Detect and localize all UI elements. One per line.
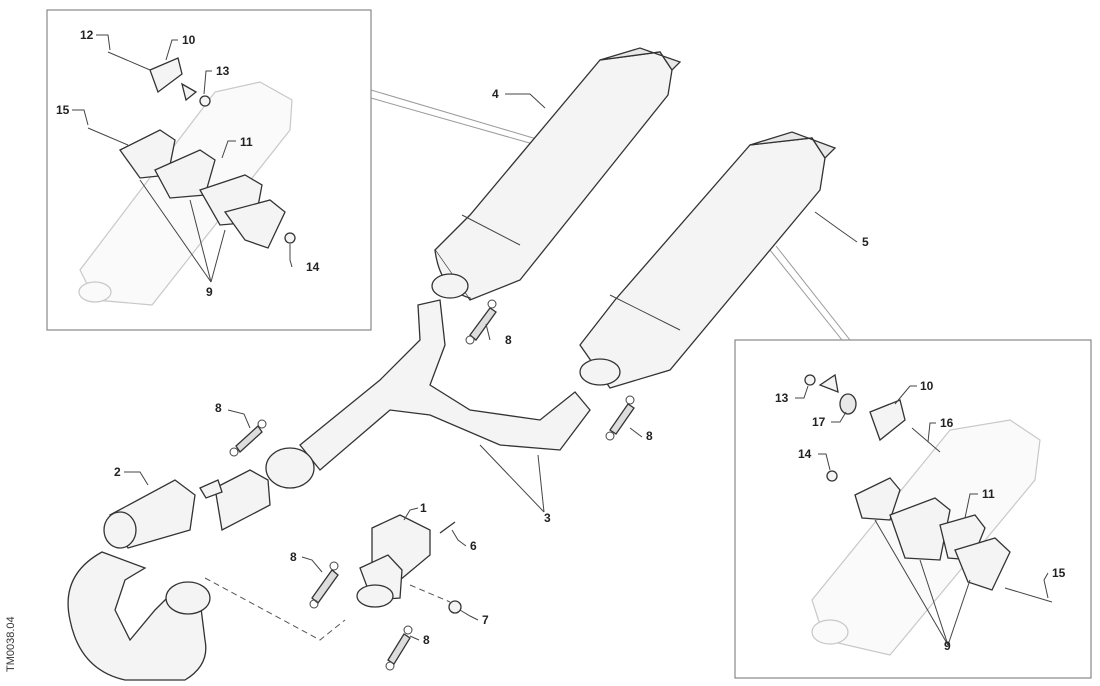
callout-8-left: 8 <box>215 401 222 415</box>
callout-6: 6 <box>470 539 477 553</box>
silencer-upper-4 <box>431 47 682 301</box>
right-detail-inset <box>734 245 1092 679</box>
stud-6 <box>439 521 456 534</box>
left-callout-10: 10 <box>182 33 196 47</box>
right-callout-15: 15 <box>1052 566 1066 580</box>
silencer-lower-5 <box>579 131 837 389</box>
callout-4: 4 <box>492 87 499 101</box>
front-header-curve <box>67 551 211 681</box>
callout-labels: 1 2 3 4 5 6 7 8 8 8 8 8 9 10 11 12 13 14… <box>56 28 1066 653</box>
left-detail-inset <box>46 9 541 331</box>
right-callout-11: 11 <box>982 487 995 501</box>
callout-1: 1 <box>420 501 427 515</box>
right-inset-frame <box>734 339 1092 679</box>
left-callout-14: 14 <box>306 260 320 274</box>
right-bolt-15 <box>1004 587 1053 603</box>
left-inset-frame <box>46 9 372 331</box>
left-bracket-10 <box>149 57 183 94</box>
callout-8-lower: 8 <box>423 633 430 647</box>
right-nut-13 <box>804 374 816 386</box>
right-bracket-10 <box>869 399 906 442</box>
left-nut-13 <box>199 95 211 107</box>
left-band-9 <box>223 199 286 249</box>
right-inset-leader-right <box>775 245 851 341</box>
callout-2: 2 <box>114 465 121 479</box>
left-inset-leader-top <box>370 89 541 141</box>
right-bushing-17 <box>839 393 857 415</box>
spring-8-right <box>605 395 635 441</box>
right-clamp-a <box>854 477 901 521</box>
left-inset-leader-bottom <box>370 97 541 147</box>
y-pipe-3 <box>265 299 591 489</box>
callout-7: 7 <box>482 613 489 627</box>
right-callout-13: 13 <box>775 391 789 405</box>
callout-8-lower-left: 8 <box>290 550 297 564</box>
left-clamp-b <box>154 149 216 199</box>
spring-8-lower-left <box>309 561 339 609</box>
left-bolt-15 <box>87 127 129 146</box>
callout-8-upper: 8 <box>505 333 512 347</box>
left-bolt-12 <box>107 51 151 71</box>
left-clamp-a <box>119 129 176 179</box>
drawing-code: TM0038.04 <box>5 616 17 672</box>
left-callout-13: 13 <box>216 64 230 78</box>
flange-1 <box>356 514 431 608</box>
mid-pipe <box>199 469 271 531</box>
right-bolt-16 <box>911 427 941 453</box>
right-washer-13 <box>818 373 839 394</box>
header-pipe-2 <box>103 479 196 549</box>
left-callout-15: 15 <box>56 103 70 117</box>
right-nut-14 <box>826 470 838 482</box>
left-nut-14 <box>284 232 296 244</box>
left-callout-12: 12 <box>80 28 94 42</box>
left-callout-11: 11 <box>240 135 253 149</box>
left-inset-bracket-assembly <box>87 51 296 249</box>
left-washer-13 <box>180 82 198 102</box>
right-callout-16: 16 <box>940 416 954 430</box>
alignment-line-b <box>409 584 451 603</box>
right-inset-leader-left <box>769 249 843 341</box>
main-assembly <box>67 47 858 681</box>
right-band-9 <box>954 537 1011 591</box>
right-callout-10: 10 <box>920 379 934 393</box>
right-callout-17: 17 <box>812 415 826 429</box>
callout-8-right: 8 <box>646 429 653 443</box>
callout-3: 3 <box>544 511 551 525</box>
left-callout-9: 9 <box>206 285 213 299</box>
right-callout-14: 14 <box>798 447 812 461</box>
alignment-line-a <box>204 577 346 641</box>
spring-8-upper <box>465 299 497 345</box>
nut-7 <box>448 600 462 614</box>
spring-8-lower <box>385 625 413 671</box>
callout-5: 5 <box>862 235 869 249</box>
right-callout-9: 9 <box>944 639 951 653</box>
spring-8-left <box>229 419 267 457</box>
right-inset-bracket-assembly <box>804 373 1053 603</box>
